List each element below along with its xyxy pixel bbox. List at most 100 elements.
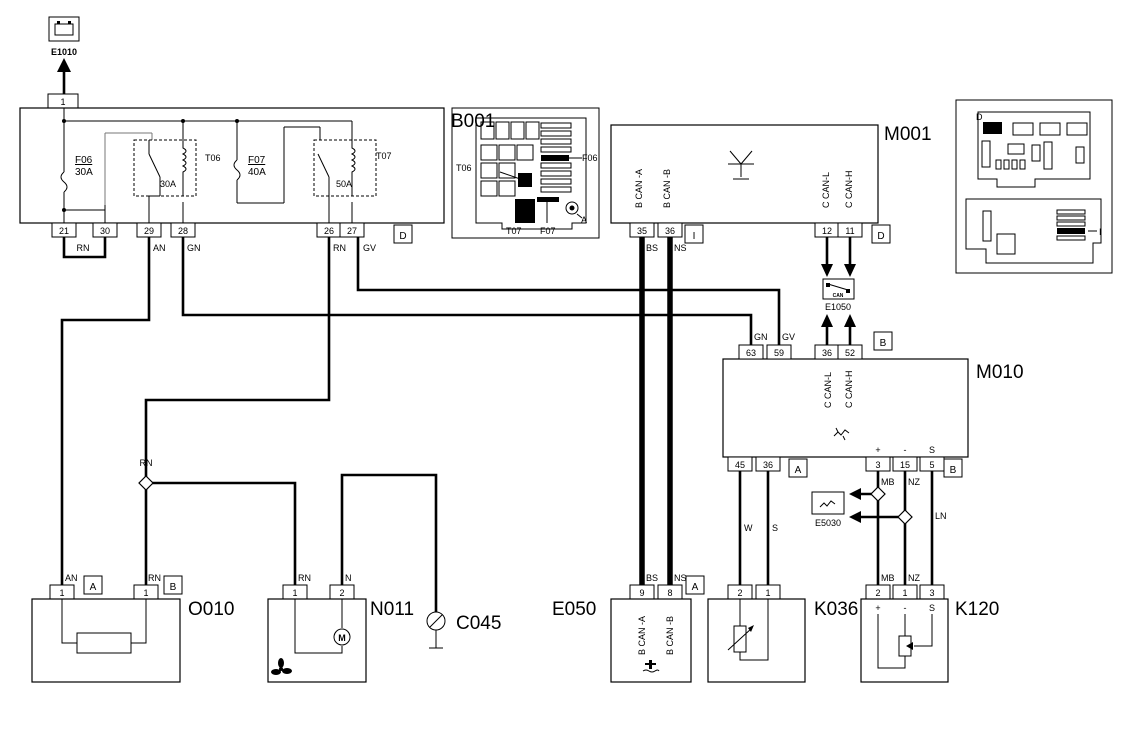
wire-bs: BS — [646, 243, 658, 253]
k120-plus-label: + — [875, 603, 880, 613]
n011-connectors — [282, 584, 355, 600]
b001-pin-top-label: 1 — [60, 97, 65, 107]
b001-pin-29: 29 — [144, 226, 154, 236]
arrow-up-icon — [57, 58, 71, 72]
location-i-label: I — [1099, 227, 1102, 237]
wire-mb: MB — [881, 477, 895, 487]
wire-an: AN — [153, 243, 166, 253]
wire-mb-k120: MB — [881, 573, 895, 583]
k036-box — [707, 598, 806, 683]
wire-n-n011: N — [345, 573, 352, 583]
m001-b-can-b: B CAN -B — [662, 169, 672, 208]
arrow-down-icon — [844, 264, 856, 277]
e1010-battery-symbol — [48, 16, 80, 42]
k120-pin-3: 3 — [929, 588, 934, 598]
o010-box — [31, 598, 181, 683]
m010-pin-45: 45 — [735, 460, 745, 470]
fusebox-f06-label: F06 — [582, 153, 598, 163]
motor-icon: M — [294, 599, 351, 654]
b001-pin-21: 21 — [59, 226, 69, 236]
f06-label: F06 — [75, 155, 93, 166]
can-node-icon — [822, 278, 855, 300]
arrow-left-icon — [849, 488, 861, 500]
b001-pin-27: 27 — [347, 226, 357, 236]
wire-an-o010: AN — [65, 573, 78, 583]
wire-rn-o010: RN — [148, 573, 161, 583]
harness-wires — [60, 237, 934, 612]
wire-s: S — [772, 523, 778, 533]
mb-splice-point — [870, 486, 886, 502]
o010-connectors — [49, 575, 183, 600]
heater-element-icon — [833, 427, 850, 441]
m001-connector-letter-d: D — [877, 231, 884, 242]
k120-s-label: S — [929, 603, 935, 613]
m010-connector-letter-top: B — [880, 338, 887, 349]
m010-pin-5: 5 — [929, 460, 934, 470]
arrow-left-icon — [849, 511, 861, 523]
wire-rn-n011: RN — [298, 573, 311, 583]
t07-rating: 50A — [336, 179, 352, 189]
b001-connector-letter: D — [399, 231, 406, 242]
e1010-label: E1010 — [51, 47, 77, 57]
o010-pin-1a: 1 — [59, 588, 64, 598]
m001-connectors — [629, 222, 891, 244]
m001-pin-12: 12 — [822, 226, 832, 236]
k120-minus-label: - — [904, 603, 907, 613]
wire-ns-e050: NS — [674, 573, 687, 583]
engine-coolant-icon — [642, 660, 660, 673]
fusebox-t07-label: T07 — [506, 226, 522, 236]
k036-pin-2: 2 — [737, 588, 742, 598]
e050-box — [610, 598, 692, 683]
k120-pin-2: 2 — [875, 588, 880, 598]
m010-s-label: S — [929, 445, 935, 455]
e5030-heater-icon — [811, 491, 845, 515]
e050-connector-letter: A — [692, 582, 699, 593]
wire-gn: GN — [187, 243, 201, 253]
e5030-label: E5030 — [815, 518, 841, 528]
rn-splice-point — [138, 475, 154, 491]
ground-icon — [426, 611, 446, 649]
b001-connector-d — [51, 222, 413, 244]
fusebox-a-label: A — [581, 215, 587, 225]
m010-pin-63: 63 — [746, 348, 756, 358]
o010-connector-letter-b: B — [170, 582, 177, 593]
n011-pin-2: 2 — [339, 588, 344, 598]
e050-pin-9: 9 — [639, 588, 644, 598]
potentiometer-icon — [877, 614, 933, 669]
t07-relay — [313, 139, 377, 223]
arrow-down-icon — [821, 264, 833, 277]
location-inset — [955, 99, 1113, 274]
fusebox-inset — [451, 107, 600, 239]
wire-bs-e050: BS — [646, 573, 658, 583]
wire-nz-k120: NZ — [908, 573, 920, 583]
k036-connector — [727, 584, 781, 600]
m010-pin-3: 3 — [875, 460, 880, 470]
wire-w: W — [744, 523, 753, 533]
wire-gv-m010: GV — [782, 332, 795, 342]
resistor-heater-icon — [61, 599, 147, 654]
m001-c-can-l: C CAN-L — [821, 172, 831, 208]
m001-pin-36: 36 — [665, 226, 675, 236]
m010-label: M010 — [976, 362, 1024, 383]
fan-icon — [271, 658, 292, 675]
b001-box — [19, 107, 445, 224]
wire-rn-splice: RN — [140, 458, 153, 468]
b001-pin-30: 30 — [100, 226, 110, 236]
b001-label: B001 — [451, 111, 495, 132]
e1050-label: E1050 — [825, 302, 851, 312]
m001-pin-35: 35 — [637, 226, 647, 236]
e050-label: E050 — [552, 599, 596, 620]
o010-connector-letter-a: A — [90, 582, 97, 593]
f06-rating: 30A — [75, 167, 93, 178]
m010-box — [722, 358, 969, 458]
fusebox-f07-label: F07 — [540, 226, 556, 236]
m001-c-can-h: C CAN-H — [844, 171, 854, 209]
n011-pin-1: 1 — [292, 588, 297, 598]
e050-b-can-a: B CAN -A — [637, 616, 647, 655]
location-d-label: D — [976, 112, 983, 122]
arrow-up-icon — [844, 314, 856, 327]
c045-label: C045 — [456, 613, 501, 634]
m010-connector-letter-b: B — [950, 465, 957, 476]
o010-label: O010 — [188, 599, 234, 620]
